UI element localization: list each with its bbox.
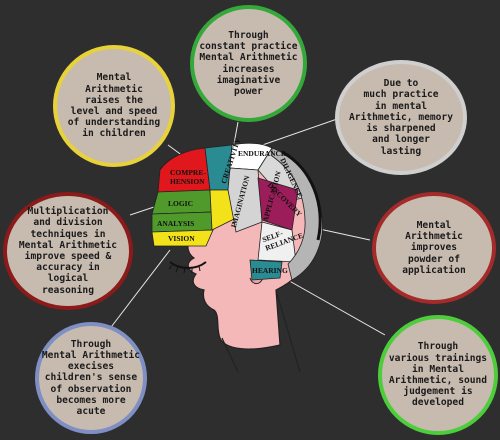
bubble-vision-text: Through Mental Arithmetic execises child… xyxy=(41,338,141,417)
bubble-memory: Due to much practice in mental Arithmeti… xyxy=(335,60,467,175)
bubble-application-text: Mental Arithmetic improves powder of app… xyxy=(402,219,466,276)
bubble-judgement: Through various trainings in Mental Arit… xyxy=(378,315,498,435)
neck-back-line xyxy=(275,289,301,373)
bubble-logic-text: Multiplication and division techniques i… xyxy=(18,206,118,296)
label-comprehension: COMPRE-HENSION xyxy=(170,168,206,186)
bubble-comprehension: Mental Arithmetic raises the level and s… xyxy=(53,45,175,167)
bubble-imagination: Through constant practice Mental Arithme… xyxy=(190,5,307,122)
bubble-application: Mental Arithmetic improves powder of app… xyxy=(372,192,496,304)
bubble-vision: Through Mental Arithmetic execises child… xyxy=(35,322,147,434)
closed-eye xyxy=(169,261,207,269)
segment-hearing xyxy=(249,259,283,281)
brain-outer-band-dark xyxy=(281,150,322,241)
label-vision: VISION xyxy=(168,234,195,243)
segment-vision xyxy=(151,229,214,247)
bubble-memory-text: Due to much practice in mental Arithmeti… xyxy=(349,78,453,157)
bubble-imagination-text: Through constant practice Mental Arithme… xyxy=(199,29,298,97)
neck-line xyxy=(221,337,239,373)
segment-application xyxy=(227,167,263,233)
bubble-logic: Multiplication and division techniques i… xyxy=(3,192,133,310)
label-hearing: HEARING xyxy=(252,266,288,275)
label-endurance: ENDURANCE xyxy=(238,149,286,158)
label-analysis: ANALYSIS xyxy=(157,219,194,228)
bubble-judgement-text: Through various trainings in Mental Arit… xyxy=(388,341,488,409)
connector-line xyxy=(104,249,171,336)
bubble-comprehension-text: Mental Arithmetic raises the level and s… xyxy=(67,72,161,140)
eyelashes xyxy=(168,264,201,274)
label-logic: LOGIC xyxy=(168,199,193,208)
